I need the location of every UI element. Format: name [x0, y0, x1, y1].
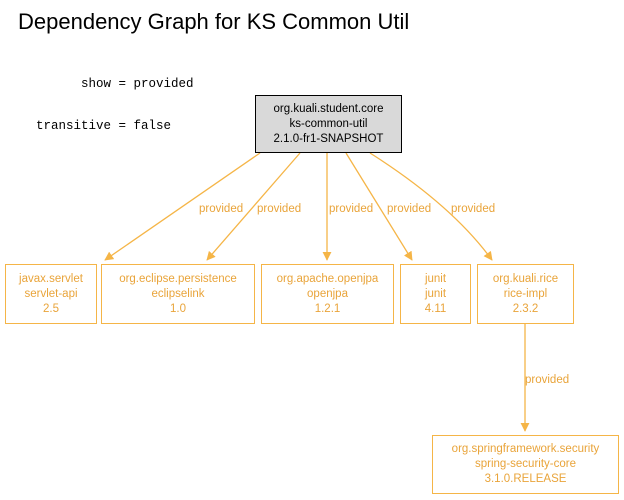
- node-group-label: org.eclipse.persistence: [119, 272, 237, 285]
- node-artifact-label: rice-impl: [503, 287, 548, 300]
- dependency-edge-servlet: [104, 152, 261, 261]
- param-value: false: [133, 119, 172, 133]
- node-artifact-label: junit: [424, 287, 447, 300]
- root-artifact-node: org.kuali.student.core ks-common-util 2.1.…: [255, 95, 402, 153]
- param-show-row: show = provided: [18, 77, 194, 91]
- graph-parameters: show = provided transitive = false: [18, 49, 194, 147]
- edges-layer: [104, 152, 530, 432]
- node-version-label: 2.5: [43, 302, 59, 315]
- node-version-label: 2.1.0-fr1-SNAPSHOT: [273, 132, 384, 145]
- edge-scope-label-servlet: provided: [199, 203, 244, 215]
- node-group-label: org.kuali.rice: [492, 272, 559, 285]
- dependency-edge-eclipselink: [206, 152, 301, 261]
- edge-scope-label-spring: provided: [525, 374, 570, 386]
- node-group-label: org.springframework.security: [451, 443, 600, 455]
- edge-scope-label-rice: provided: [451, 203, 496, 215]
- node-artifact-label: ks-common-util: [289, 117, 368, 130]
- edge-scope-label-junit: provided: [387, 203, 432, 215]
- node-version-label: 2.3.2: [512, 302, 539, 315]
- dependency-edge-junit: [345, 152, 413, 261]
- node-version-label: 1.2.1: [314, 302, 341, 315]
- node-group-label: javax.servlet: [19, 272, 83, 285]
- node-group-label: junit: [424, 272, 447, 285]
- param-transitive-row: transitive = false: [18, 119, 194, 133]
- param-key: show: [80, 77, 111, 91]
- dependency-node-rice: org.kuali.rice rice-impl 2.3.2: [477, 264, 574, 324]
- node-artifact-label: spring-security-core: [475, 458, 576, 470]
- node-artifact-label: openjpa: [307, 287, 348, 300]
- edge-scope-label-eclipselink: provided: [257, 203, 302, 215]
- node-group-label: org.kuali.student.core: [273, 102, 384, 115]
- dependency-node-openjpa: org.apache.openjpa openjpa 1.2.1: [261, 264, 394, 324]
- dependency-edge-rice: [369, 152, 493, 261]
- node-version-label: 4.11: [424, 302, 447, 315]
- dependency-node-junit: junit junit 4.11: [400, 264, 471, 324]
- page-title: Dependency Graph for KS Common Util: [18, 9, 410, 34]
- node-artifact-label: eclipselink: [151, 287, 205, 300]
- dependency-node-servlet: javax.servlet servlet-api 2.5: [5, 264, 97, 324]
- param-key: transitive: [35, 119, 111, 133]
- node-artifact-label: servlet-api: [24, 287, 78, 300]
- param-value: provided: [133, 77, 194, 91]
- node-version-label: 3.1.0.RELEASE: [484, 473, 567, 485]
- dependency-node-spring: org.springframework.security spring-secur…: [432, 435, 619, 494]
- node-version-label: 1.0: [170, 302, 186, 315]
- node-group-label: org.apache.openjpa: [276, 272, 379, 285]
- edge-scope-label-openjpa: provided: [329, 203, 374, 215]
- dependency-node-eclipselink: org.eclipse.persistence eclipselink 1.0: [101, 264, 255, 324]
